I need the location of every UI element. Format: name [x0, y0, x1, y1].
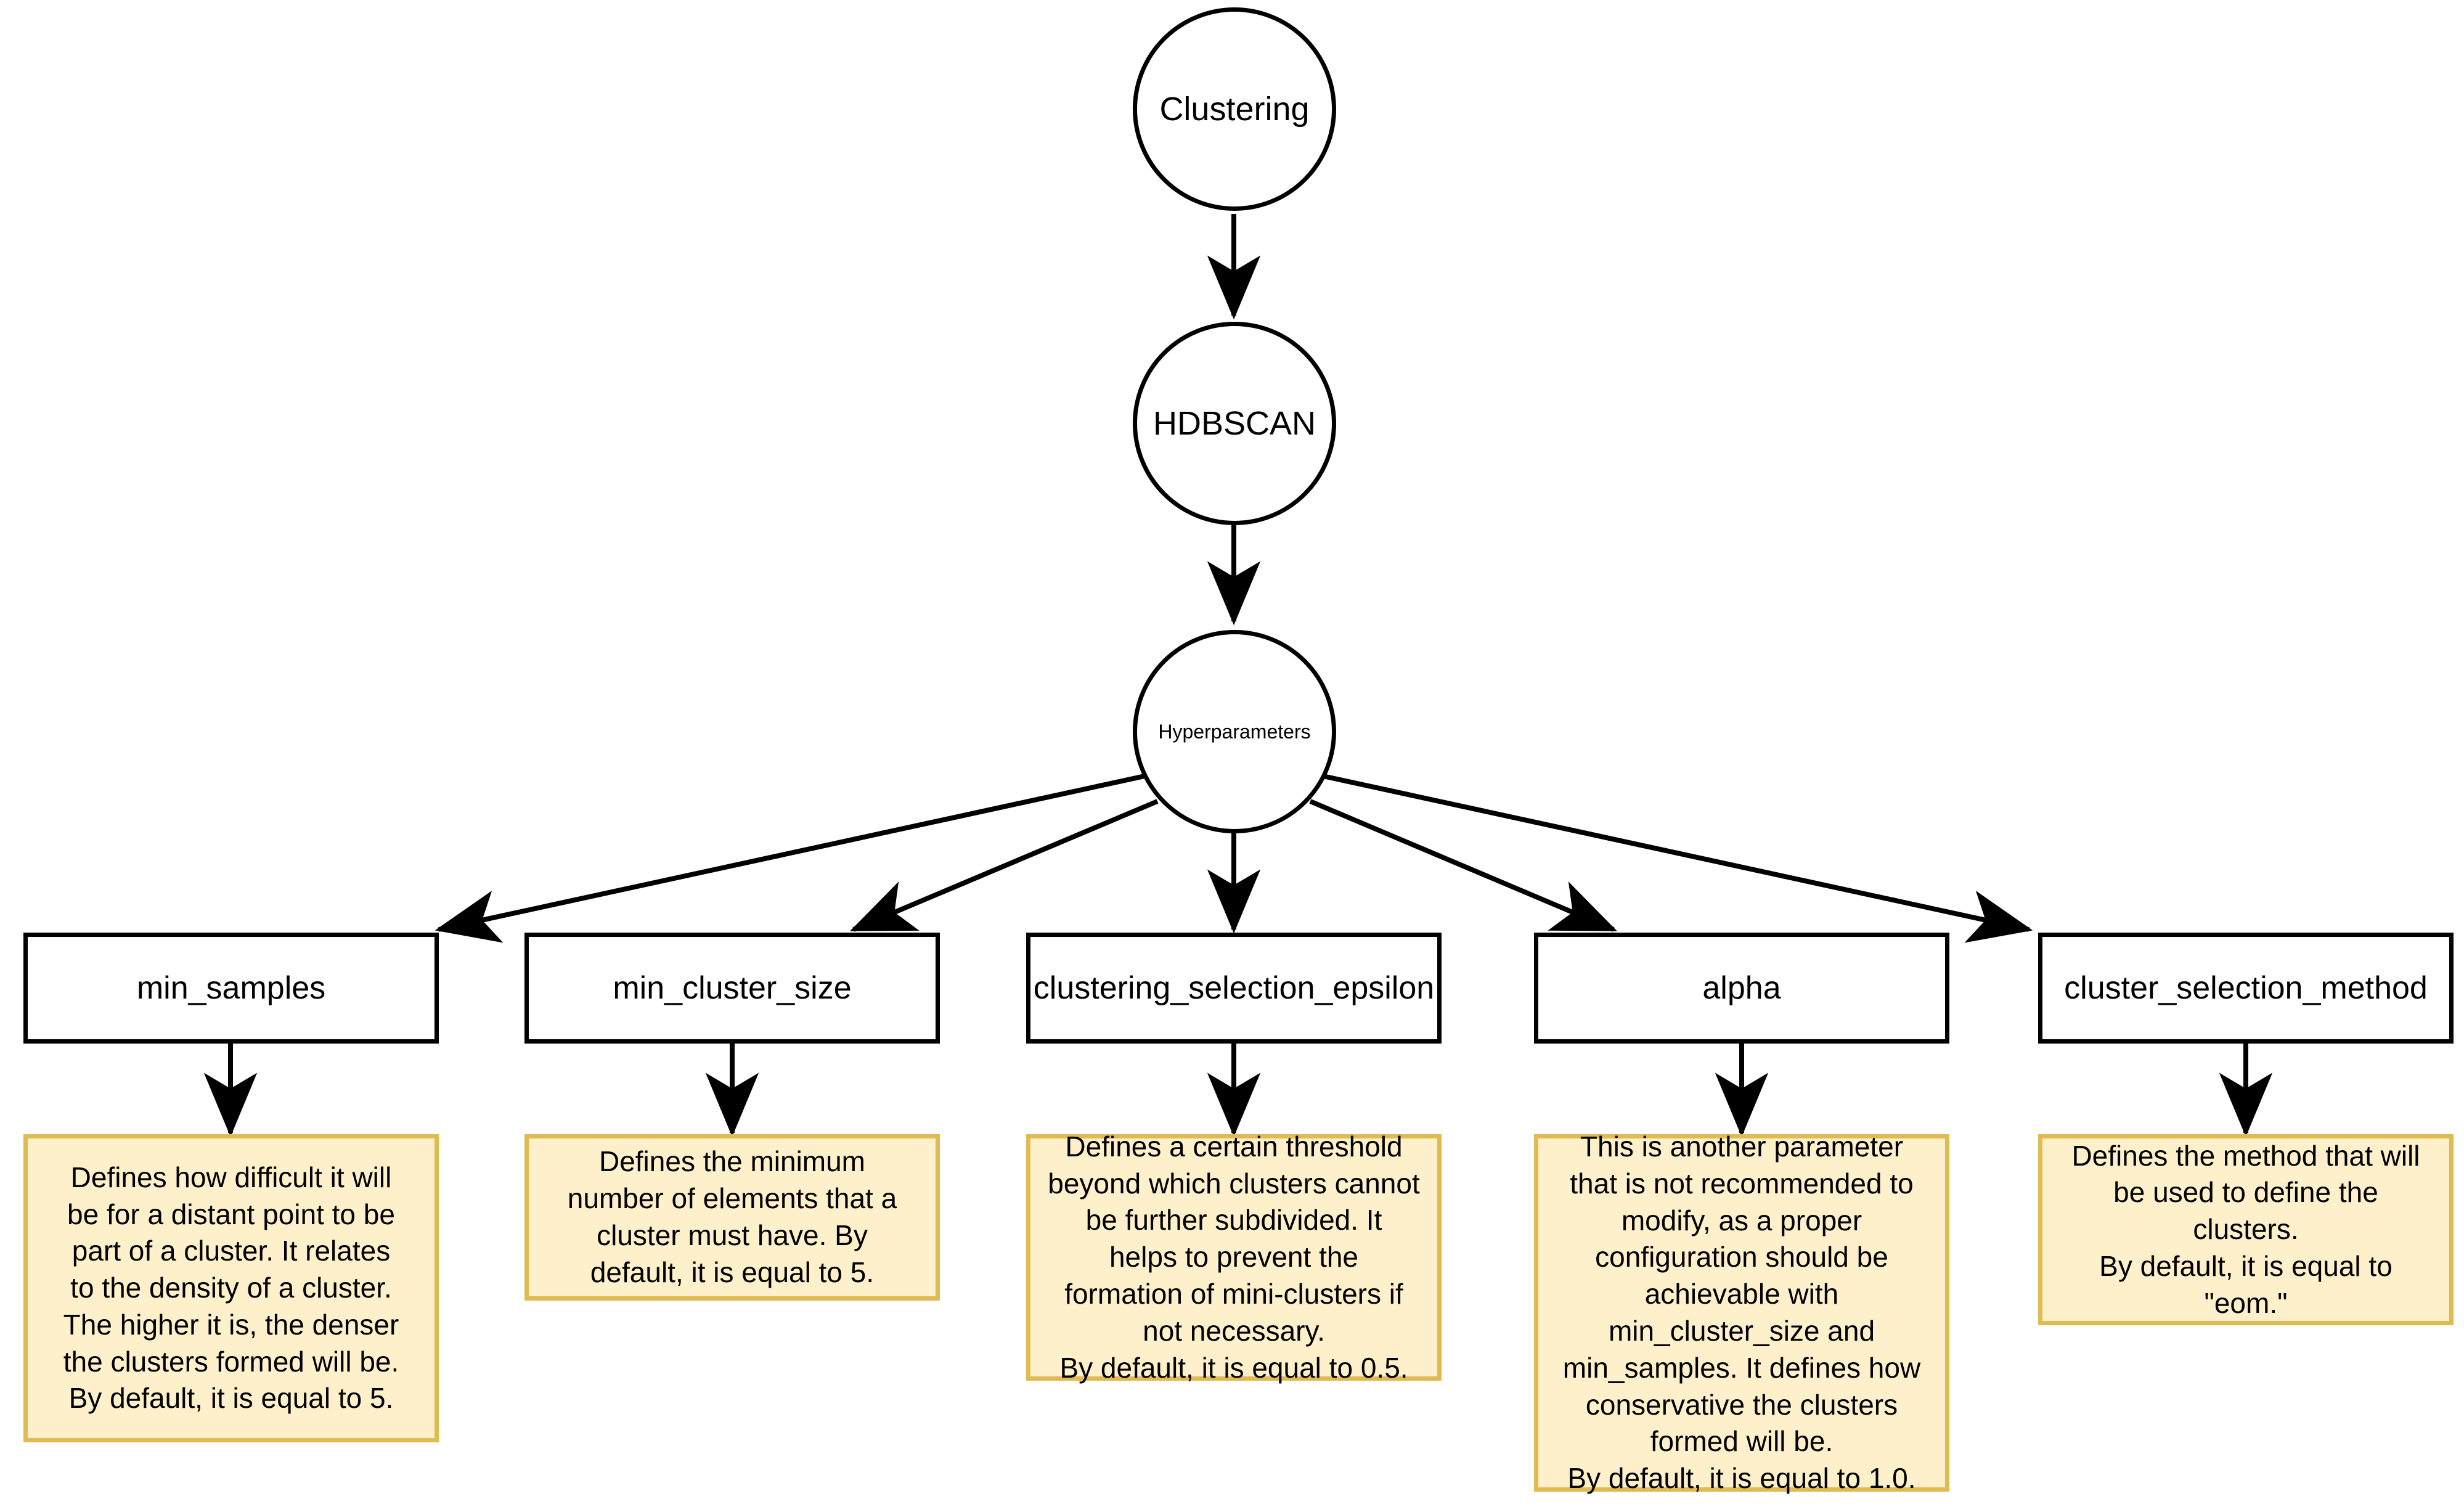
edge-hyperparameters-to-alpha: [1309, 799, 1617, 932]
edge-hyperparameters-to-cluster-selection-method: [1320, 773, 2033, 943]
note-alpha-text: This is another parameter that is not re…: [1562, 1130, 1921, 1495]
note-alpha: This is another parameter that is not re…: [1534, 1130, 1949, 1494]
node-param-alpha-label: alpha: [1702, 970, 1781, 1006]
node-hdbscan-label: HDBSCAN: [1152, 405, 1316, 442]
note-clustering-selection-epsilon-text: Defines a certain threshold beyond which…: [1048, 1130, 1420, 1384]
node-param-clustering-selection-epsilon-label: clustering_selection_epsilon: [1033, 970, 1435, 1006]
node-clustering-label: Clustering: [1159, 91, 1310, 128]
note-min-cluster-size-text: Defines the minimum number of elements t…: [567, 1145, 897, 1288]
note-cluster-selection-method: Defines the method that will be used to …: [2038, 1134, 2454, 1325]
node-param-min-cluster-size[interactable]: min_cluster_size: [524, 933, 940, 1044]
node-hyperparameters[interactable]: Hyperparameters: [1133, 630, 1336, 833]
node-hyperparameters-label: Hyperparameters: [1158, 720, 1311, 743]
node-param-min-cluster-size-label: min_cluster_size: [613, 970, 852, 1006]
node-param-cluster-selection-method-label: cluster_selection_method: [2064, 970, 2428, 1006]
note-clustering-selection-epsilon: Defines a certain threshold beyond which…: [1026, 1130, 1442, 1384]
note-min-cluster-size: Defines the minimum number of elements t…: [524, 1134, 940, 1301]
node-param-clustering-selection-epsilon[interactable]: clustering_selection_epsilon: [1026, 933, 1442, 1044]
node-param-min-samples-label: min_samples: [136, 970, 326, 1006]
node-param-alpha[interactable]: alpha: [1534, 933, 1949, 1044]
edge-hyperparameters-to-min-samples: [434, 773, 1148, 943]
node-hdbscan[interactable]: HDBSCAN: [1133, 322, 1336, 525]
node-param-min-samples[interactable]: min_samples: [23, 933, 439, 1044]
node-clustering[interactable]: Clustering: [1133, 7, 1336, 211]
node-param-cluster-selection-method[interactable]: cluster_selection_method: [2038, 933, 2454, 1044]
note-min-samples: Defines how difficult it will be for a d…: [23, 1134, 439, 1442]
note-cluster-selection-method-text: Defines the method that will be used to …: [2071, 1139, 2420, 1319]
note-min-samples-text: Defines how difficult it will be for a d…: [63, 1161, 399, 1415]
edge-hyperparameters-to-min-cluster-size: [850, 799, 1159, 932]
